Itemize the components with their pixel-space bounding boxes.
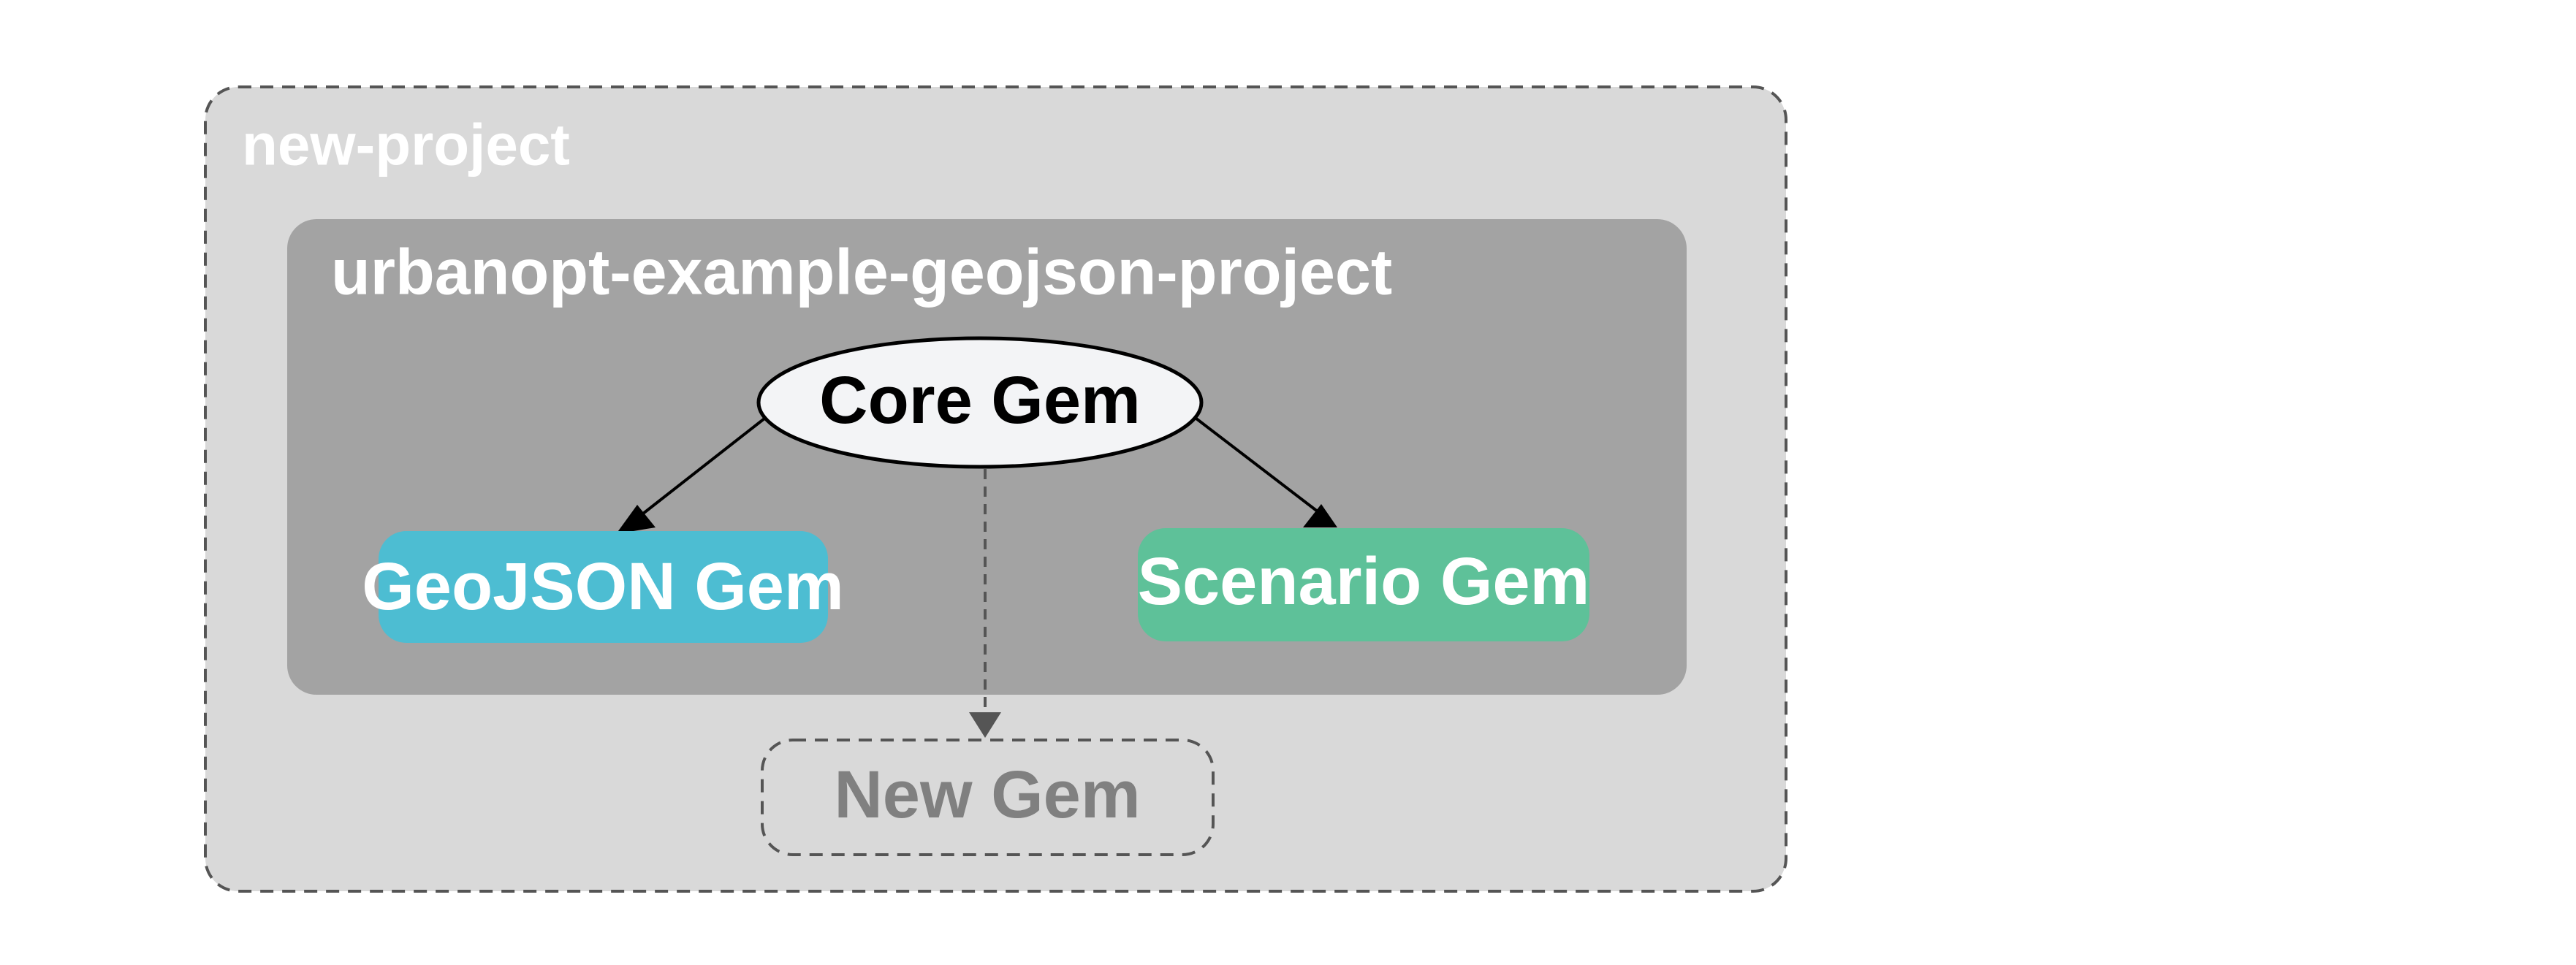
edge-core-to-geojson xyxy=(625,417,766,528)
node-new-gem: New Gem xyxy=(761,739,1215,856)
outer-group-label: new-project xyxy=(242,112,570,178)
geojson-gem-label: GeoJSON Gem xyxy=(362,549,844,624)
inner-group-label: urbanopt-example-geojson-project xyxy=(331,236,1392,308)
edge-core-to-scenario xyxy=(1195,417,1326,518)
edge-core-to-new-arrowhead xyxy=(969,712,1001,738)
geojson-gem-box xyxy=(379,531,828,643)
node-scenario-gem: Scenario Gem xyxy=(1138,528,1590,641)
scenario-gem-label: Scenario Gem xyxy=(1138,544,1590,619)
edge-core-to-scenario-arrowhead xyxy=(1303,504,1337,527)
edge-core-to-geojson-arrowhead xyxy=(616,505,656,534)
scenario-gem-box xyxy=(1138,528,1589,641)
new-gem-label: New Gem xyxy=(834,758,1140,832)
new-gem-box xyxy=(761,739,1215,856)
core-gem-label: Core Gem xyxy=(819,363,1141,438)
node-core-gem: Core Gem xyxy=(756,336,1204,469)
core-gem-ellipse xyxy=(756,336,1204,469)
node-geojson-gem: GeoJSON Gem xyxy=(362,531,844,643)
